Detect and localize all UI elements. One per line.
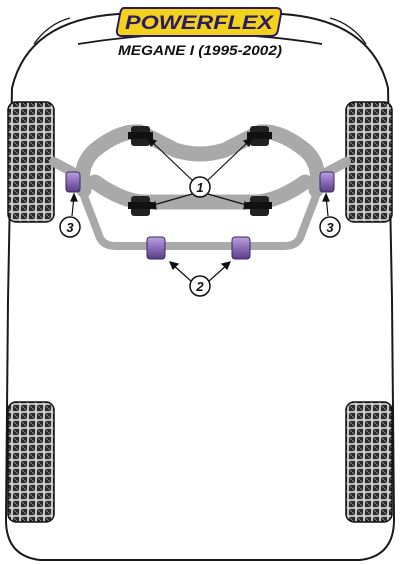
powerflex-logo: POWERFLEX: [115, 7, 283, 37]
rear-right-wheel: [345, 401, 393, 523]
callout-3-pointers: [70, 192, 330, 217]
car-body-outline: [4, 13, 396, 561]
inner-bush-front-right: [247, 126, 272, 146]
model-title: MEGANE I (1995-2002): [118, 42, 282, 58]
callout-2: 2: [189, 275, 211, 297]
inner-bush-rear-right: [247, 196, 272, 216]
callout-1-label: 1: [196, 180, 203, 195]
callout-2-pointers: [168, 261, 232, 283]
bonnet-left-curve: [33, 17, 71, 45]
callout-1: 1: [189, 176, 211, 198]
brand-name: POWERFLEX: [125, 13, 275, 34]
anti-roll-bar-bush-right: [231, 236, 251, 260]
callout-3-right-label: 3: [326, 220, 334, 235]
front-right-wheel: [345, 101, 393, 223]
bonnet-right-curve: [329, 17, 367, 45]
callout-2-label: 2: [195, 279, 204, 294]
drop-link-bush-right: [319, 171, 335, 193]
rear-left-wheel: [7, 401, 55, 523]
callout-3-right: 3: [319, 216, 341, 238]
inner-bush-front-left: [128, 126, 153, 146]
callout-1-pointers: [146, 136, 254, 210]
front-subframe: [49, 124, 351, 250]
inner-bush-rear-left: [128, 196, 153, 216]
anti-roll-bar-bush-left: [146, 236, 166, 260]
callout-3-left: 3: [59, 216, 81, 238]
drop-link-bush-left: [65, 171, 81, 193]
front-left-wheel: [7, 101, 55, 223]
callout-3-left-label: 3: [66, 220, 74, 235]
